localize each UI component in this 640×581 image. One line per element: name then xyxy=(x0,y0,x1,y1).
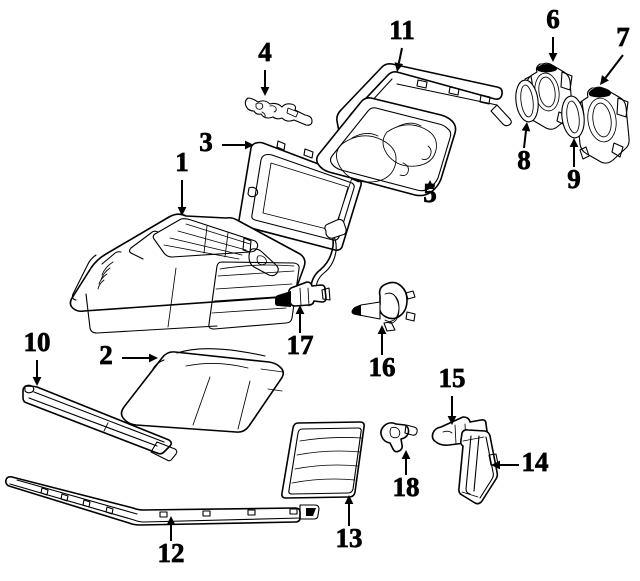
leader-arrowhead xyxy=(447,416,457,425)
part-socket-seal-gasket-right xyxy=(561,95,585,139)
callout-number-15[interactable]: 1515 — Turn signal bulb socket xyxy=(438,363,466,394)
leader-line xyxy=(523,130,527,149)
leader-arrowhead xyxy=(295,305,305,314)
leader-arrowhead xyxy=(32,377,42,386)
leader-arrowhead xyxy=(177,207,187,216)
callout-number-1[interactable]: 11 — Main headlight lens and housing ass… xyxy=(175,147,189,178)
leader-arrowhead xyxy=(401,450,411,459)
leader-arrowhead xyxy=(394,62,404,72)
part-lower-headlamp-molding xyxy=(5,476,320,526)
part-headlamp-bulb xyxy=(351,281,416,332)
callout-11: 1111 — Reflector housing upper frame rai… xyxy=(389,15,415,72)
leader-arrowhead xyxy=(149,353,158,363)
callout-layer: 11 — Main headlight lens and housing ass… xyxy=(23,4,630,569)
leader-arrowhead xyxy=(569,138,579,147)
leader-arrowhead xyxy=(548,53,558,62)
callout-15: 1515 — Turn signal bulb socket xyxy=(438,363,466,425)
leader-line xyxy=(604,54,624,79)
callout-4: 44 — Headlamp adjusting bracket clip xyxy=(258,37,272,96)
leader-arrowhead xyxy=(600,75,609,85)
callout-number-8[interactable]: 88 — Bulb socket sealing gasket xyxy=(517,145,531,176)
callout-1: 11 — Main headlight lens and housing ass… xyxy=(175,147,189,216)
leader-line xyxy=(397,47,403,64)
callout-3: 33 — Headlamp trim bezel frame xyxy=(199,127,254,158)
callout-17: 1717 — Bulb socket with wiring harness l… xyxy=(286,305,314,361)
callout-number-16[interactable]: 1616 — Headlamp halogen bulb xyxy=(368,352,396,383)
callout-number-14[interactable]: 1414 — Turn signal mounting bracket xyxy=(521,447,549,478)
callout-18: 1818 — Turn signal bulb xyxy=(392,450,420,503)
part-bulb-socket-with-harness xyxy=(275,218,347,307)
callout-12: 1212 — Lower headlamp molding trim xyxy=(157,516,185,569)
part-adjuster-bracket-clip xyxy=(244,97,313,126)
part-upper-retaining-strip xyxy=(22,384,178,462)
part-turn-signal-bulb xyxy=(380,422,418,453)
leader-arrowhead xyxy=(521,122,531,132)
callout-number-2[interactable]: 22 — Headlamp cover panel xyxy=(99,340,113,371)
callout-8: 88 — Bulb socket sealing gasket xyxy=(517,122,531,176)
leader-arrowhead xyxy=(260,87,270,96)
part-headlamp-cover xyxy=(120,348,285,433)
callout-10: 1010 — Upper headlamp retaining strip xyxy=(23,327,51,386)
callout-number-10[interactable]: 1010 — Upper headlamp retaining strip xyxy=(23,327,51,358)
callout-number-3[interactable]: 33 — Headlamp trim bezel frame xyxy=(199,127,213,158)
callout-number-17[interactable]: 1717 — Bulb socket with wiring harness l… xyxy=(286,330,314,361)
leader-arrowhead xyxy=(245,140,254,150)
callout-number-12[interactable]: 1212 — Lower headlamp molding trim xyxy=(157,538,185,569)
part-turn-signal-mounting-bracket xyxy=(458,429,499,505)
part-socket-seal-gasket-left xyxy=(515,79,539,123)
part-bulb-socket-retainer-outer xyxy=(575,86,630,164)
callout-number-9[interactable]: 99 — Bulb socket sealing gasket xyxy=(567,164,581,195)
callout-5: 55 — Headlamp reflector housing xyxy=(423,178,437,209)
part-headlamp-lens-assembly xyxy=(69,213,306,334)
callout-14: 1414 — Turn signal mounting bracket xyxy=(491,447,549,478)
callout-16: 1616 — Headlamp halogen bulb xyxy=(368,325,396,383)
callout-number-6[interactable]: 66 — Bulb socket retainer ring, large xyxy=(546,4,560,35)
callout-number-4[interactable]: 44 — Headlamp adjusting bracket clip xyxy=(258,37,272,68)
callout-number-13[interactable]: 1313 — Turn signal / side marker lens xyxy=(335,523,363,554)
callout-number-11[interactable]: 1111 — Reflector housing upper frame rai… xyxy=(389,15,415,46)
callout-13: 1313 — Turn signal / side marker lens xyxy=(335,495,363,554)
callout-6: 66 — Bulb socket retainer ring, large xyxy=(546,4,560,62)
leader-arrowhead xyxy=(344,495,354,504)
leader-arrowhead xyxy=(425,180,435,189)
part-turn-signal-lens xyxy=(281,421,365,499)
leader-arrowhead xyxy=(491,460,500,470)
leader-arrowhead xyxy=(166,516,176,525)
callout-9: 99 — Bulb socket sealing gasket xyxy=(567,138,581,195)
part-reflector-housing xyxy=(315,63,512,197)
callout-2: 22 — Headlamp cover panel xyxy=(99,340,158,371)
callout-7: 77 — Outer bulb socket retainer ring xyxy=(600,22,630,85)
leader-arrowhead xyxy=(377,325,387,334)
callout-number-7[interactable]: 77 — Outer bulb socket retainer ring xyxy=(616,22,630,53)
callout-number-5[interactable]: 55 — Headlamp reflector housing xyxy=(423,178,437,209)
callout-number-18[interactable]: 1818 — Turn signal bulb xyxy=(392,472,420,503)
